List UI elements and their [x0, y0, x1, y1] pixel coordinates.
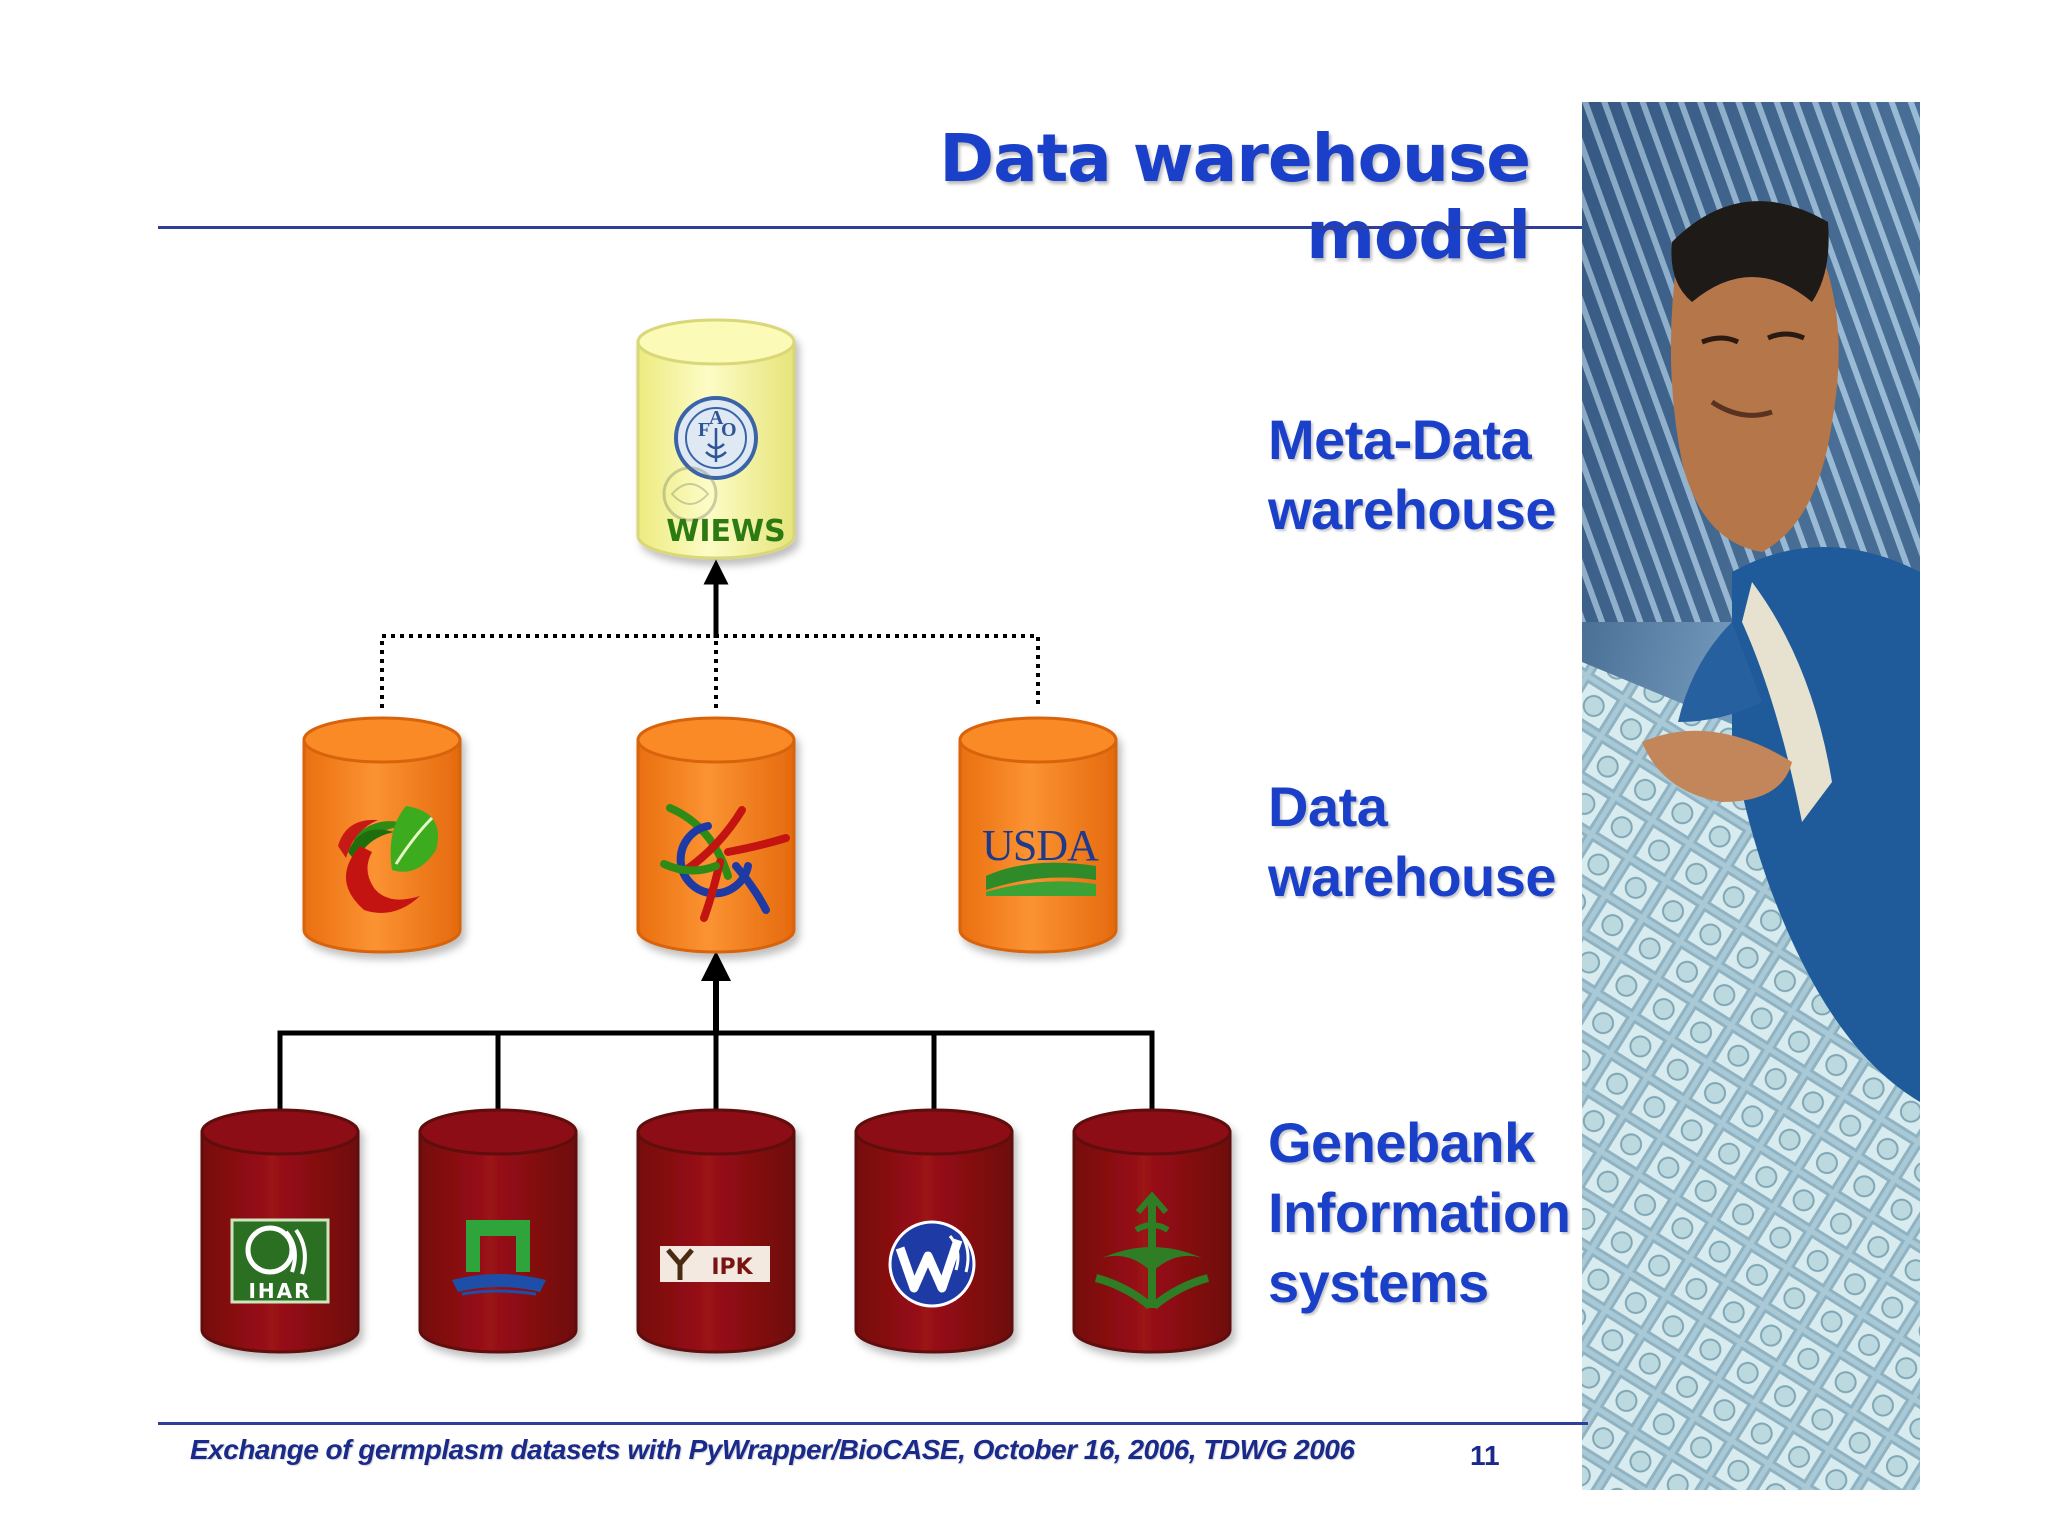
meta-connectors — [380, 559, 1040, 708]
tier-label-line: systems — [1268, 1251, 1489, 1314]
fao-logo: F A O — [674, 396, 758, 480]
slide-footer: Exchange of germplasm datasets with PyWr… — [190, 1434, 1355, 1465]
ihar-text: IHAR — [248, 1279, 311, 1303]
tier-label-genebank: Genebank Information systems — [1268, 1108, 1571, 1318]
tier-label-data-warehouse: Data warehouse — [1268, 772, 1557, 912]
wiews-caption: WIEWS — [666, 514, 785, 549]
ihar-logo: IHAR — [230, 1218, 330, 1304]
fao-letter-f: F — [698, 419, 710, 441]
page-number: 11 — [1470, 1440, 1500, 1471]
ipk-logo: IPK — [660, 1246, 770, 1282]
genebank-connectors — [277, 951, 1155, 1110]
usda-logo: USDA — [982, 821, 1100, 896]
tier-label-line: warehouse — [1268, 478, 1557, 541]
fao-letter-a: A — [709, 407, 724, 429]
tier-label-line: Meta-Data — [1268, 408, 1532, 471]
data-cylinder-center — [636, 716, 796, 954]
ipk-text: IPK — [711, 1255, 753, 1280]
researcher-photo — [1582, 102, 1920, 1490]
researcher-photo-image — [1582, 102, 1920, 1490]
tier-label-line: warehouse — [1268, 845, 1557, 908]
fao-letter-o: O — [721, 419, 737, 441]
palm-leaf-logo-icon — [338, 806, 438, 913]
pinwheel-logo-icon — [660, 804, 790, 922]
data-cylinder-right — [958, 716, 1118, 954]
title-divider — [158, 226, 1588, 229]
tier-label-line: Genebank — [1268, 1111, 1535, 1174]
usda-text: USDA — [982, 821, 1099, 870]
w-wheat-logo-icon — [888, 1220, 976, 1308]
footer-divider — [158, 1422, 1588, 1425]
green-tree-emblem-icon — [1094, 1191, 1210, 1310]
slide-title: Data warehouse model — [939, 120, 1531, 274]
arch-logo-icon — [452, 1220, 546, 1296]
tier-label-meta-data: Meta-Data warehouse — [1268, 405, 1557, 545]
tier-label-line: Data — [1268, 775, 1388, 838]
tier-label-line: Information — [1268, 1181, 1571, 1244]
genebank-cylinder-2 — [418, 1108, 578, 1354]
dotted-link-outer — [380, 634, 1040, 708]
genebank-cylinder-3 — [636, 1108, 796, 1354]
bus-drops — [495, 1033, 937, 1110]
data-cylinder-left — [302, 716, 462, 954]
faded-emblem-icon — [662, 466, 718, 522]
